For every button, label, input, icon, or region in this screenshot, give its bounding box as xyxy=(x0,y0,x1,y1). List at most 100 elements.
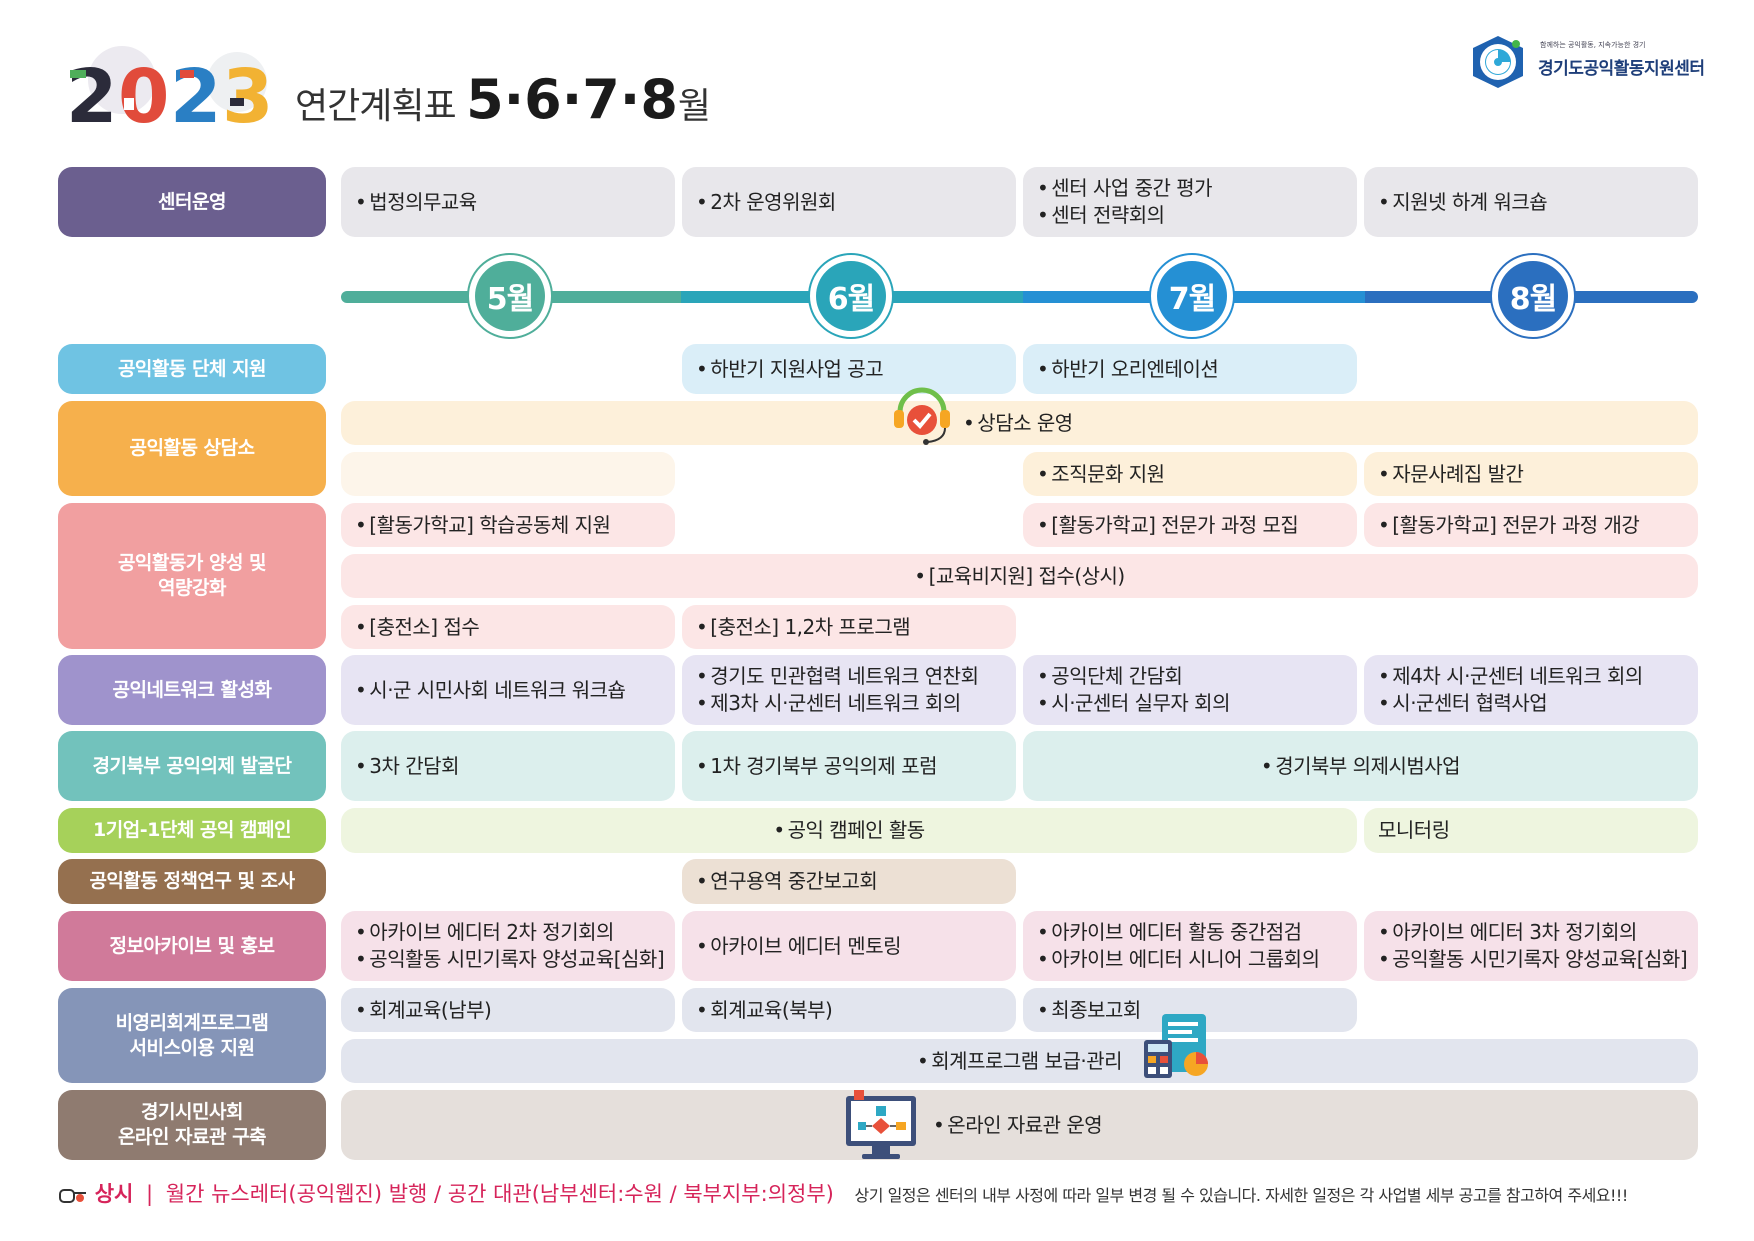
schedule-item: 회계프로그램 보급·관리 xyxy=(917,1048,1122,1075)
category-north-agenda: 경기북부 공익의제 발굴단 xyxy=(58,731,326,801)
archive-jun-cell: 아카이브 에디터 멘토링 xyxy=(682,911,1016,981)
consult-jul-cell: 조직문화 지원 xyxy=(1023,452,1357,496)
schedule-item: 아카이브 에디터 2차 정기회의 xyxy=(355,919,675,946)
schedule-item: 회계교육(남부) xyxy=(355,997,675,1024)
schedule-item: 모니터링 xyxy=(1378,818,1450,842)
calculator-document-icon xyxy=(1140,1010,1214,1086)
months-text: 5·6·7·8 xyxy=(466,68,678,131)
schedule-item: 상담소 운영 xyxy=(963,410,1698,437)
network-jul-cell: 공익단체 간담회 시·군센터 실무자 회의 xyxy=(1023,655,1357,725)
category-group-support: 공익활동 단체 지원 xyxy=(58,344,326,394)
training-may-cell: [활동가학교] 학습공동체 지원 xyxy=(341,503,675,547)
org-logo: 함께하는 공익활동, 지속가능한 경기 경기도공익활동지원센터 xyxy=(1468,32,1728,92)
schedule-item: 시·군센터 실무자 회의 xyxy=(1037,690,1357,717)
category-network: 공익네트워크 활성화 xyxy=(58,655,326,725)
schedule-item: 공익활동 시민기록자 양성교육[심화] xyxy=(1378,946,1698,973)
month-marker-aug: 8월 xyxy=(1490,253,1576,339)
training-aug-cell: [활동가학교] 전문가 과정 개강 xyxy=(1364,503,1698,547)
schedule-item: 아카이브 에디터 3차 정기회의 xyxy=(1378,919,1698,946)
schedule-item: 센터 사업 중간 평가 xyxy=(1037,175,1357,202)
schedule-item: 조직문화 지원 xyxy=(1037,461,1357,488)
policy-jun-cell: 연구용역 중간보고회 xyxy=(682,859,1016,904)
training-recharge-may-cell: [충전소] 접수 xyxy=(341,605,675,649)
svg-text:0: 0 xyxy=(118,54,170,130)
schedule-item: 온라인 자료관 운영 xyxy=(933,1112,1698,1139)
north-agenda-jul-aug-cell: 경기북부 의제시범사업 xyxy=(1023,731,1698,801)
accounting-may-cell: 회계교육(남부) xyxy=(341,988,675,1032)
month-marker-may: 5월 xyxy=(467,253,553,339)
schedule-item: [충전소] 접수 xyxy=(355,614,675,641)
schedule-item: 경기도 민관협력 네트워크 연찬회 xyxy=(696,663,1016,690)
schedule-item: 제4차 시·군센터 네트워크 회의 xyxy=(1378,663,1698,690)
month-label: 5월 xyxy=(475,261,545,331)
schedule-item: 하반기 오리엔테이션 xyxy=(1037,356,1357,383)
schedule-item: 시·군센터 협력사업 xyxy=(1378,690,1698,717)
schedule-item: 아카이브 에디터 시니어 그룹회의 xyxy=(1037,946,1357,973)
category-center-ops: 센터운영 xyxy=(58,167,326,237)
network-aug-cell: 제4차 시·군센터 네트워크 회의 시·군센터 협력사업 xyxy=(1364,655,1698,725)
schedule-item: 경기북부 의제시범사업 xyxy=(1261,753,1460,780)
network-jun-cell: 경기도 민관협력 네트워크 연찬회 제3차 시·군센터 네트워크 회의 xyxy=(682,655,1016,725)
group-support-jun-cell: 하반기 지원사업 공고 xyxy=(682,344,1016,394)
schedule-item: 2차 운영위원회 xyxy=(696,189,1016,216)
schedule-item: 아카이브 에디터 활동 중간점검 xyxy=(1037,919,1357,946)
schedule-item: 법정의무교육 xyxy=(355,189,675,216)
archive-may-cell: 아카이브 에디터 2차 정기회의 공익활동 시민기록자 양성교육[심화] xyxy=(341,911,675,981)
category-consult: 공익활동 상담소 xyxy=(58,401,326,496)
pointing-hand-icon xyxy=(58,1184,88,1206)
schedule-item: 지원넷 하계 워크숍 xyxy=(1378,189,1698,216)
always-text: 월간 뉴스레터(공익웹진) 발행 / 공간 대관(남부센터:수원 / 북부지부:… xyxy=(165,1182,834,1206)
org-tagline: 함께하는 공익활동, 지속가능한 경기 xyxy=(1540,41,1646,49)
schedule-item: [충전소] 1,2차 프로그램 xyxy=(696,614,1016,641)
group-support-jul-cell: 하반기 오리엔테이션 xyxy=(1023,344,1357,394)
svg-text:2: 2 xyxy=(66,54,118,130)
schedule-item: 시·군 시민사회 네트워크 워크숍 xyxy=(355,677,675,704)
month-marker-jul: 7월 xyxy=(1149,253,1235,339)
always-label: 상시 xyxy=(94,1182,134,1206)
archive-jul-cell: 아카이브 에디터 활동 중간점검 아카이브 에디터 시니어 그룹회의 xyxy=(1023,911,1357,981)
schedule-item: 아카이브 에디터 멘토링 xyxy=(696,933,1016,960)
campaign-aug-cell: 모니터링 xyxy=(1364,808,1698,853)
training-jul-cell: [활동가학교] 전문가 과정 모집 xyxy=(1023,503,1357,547)
footer: 상시 | 월간 뉴스레터(공익웹진) 발행 / 공간 대관(남부센터:수원 / … xyxy=(58,1178,1628,1208)
schedule-item: 3차 간담회 xyxy=(355,753,675,780)
schedule-item: 공익단체 간담회 xyxy=(1037,663,1357,690)
schedule-item: [활동가학교] 전문가 과정 개강 xyxy=(1378,512,1698,539)
consult-may-empty-cell xyxy=(341,452,675,496)
category-online: 경기시민사회 온라인 자료관 구축 xyxy=(58,1090,326,1160)
archive-aug-cell: 아카이브 에디터 3차 정기회의 공익활동 시민기록자 양성교육[심화] xyxy=(1364,911,1698,981)
schedule-item: 센터 전략회의 xyxy=(1037,202,1357,229)
consult-span-cell: 상담소 운영 xyxy=(341,401,1698,445)
org-name: 경기도공익활동지원센터 xyxy=(1538,59,1705,79)
network-may-cell: 시·군 시민사회 네트워크 워크숍 xyxy=(341,655,675,725)
schedule-item: [활동가학교] 전문가 과정 모집 xyxy=(1037,512,1357,539)
monitor-flowchart-icon xyxy=(842,1088,920,1164)
title-text: 연간계획표 xyxy=(295,86,457,127)
accounting-jul-cell: 최종보고회 xyxy=(1023,988,1357,1032)
month-label: 8월 xyxy=(1498,261,1568,331)
schedule-item: 1차 경기북부 공익의제 포럼 xyxy=(696,753,1016,780)
schedule-item: [교육비지원] 접수(상시) xyxy=(914,563,1126,590)
center-ops-jul-cell: 센터 사업 중간 평가 센터 전략회의 xyxy=(1023,167,1357,237)
category-policy: 공익활동 정책연구 및 조사 xyxy=(58,859,326,904)
year-2023-logo: 2 0 2 3 xyxy=(62,40,282,140)
schedule-item: [활동가학교] 학습공동체 지원 xyxy=(355,512,675,539)
schedule-item: 하반기 지원사업 공고 xyxy=(696,356,1016,383)
month-label: 6월 xyxy=(816,261,886,331)
center-ops-jun-cell: 2차 운영위원회 xyxy=(682,167,1016,237)
swirl-logo-icon xyxy=(1473,36,1523,88)
category-campaign: 1기업-1단체 공익 캠페인 xyxy=(58,808,326,853)
campaign-may-jul-cell: 공익 캠페인 활동 xyxy=(341,808,1357,853)
svg-text:2: 2 xyxy=(170,54,222,130)
months-unit: 월 xyxy=(677,86,711,127)
category-training: 공익활동가 양성 및 역량강화 xyxy=(58,503,326,649)
north-agenda-may-cell: 3차 간담회 xyxy=(341,731,675,801)
online-span-cell: 온라인 자료관 운영 xyxy=(341,1090,1698,1160)
accounting-jun-cell: 회계교육(북부) xyxy=(682,988,1016,1032)
headset-chat-icon xyxy=(890,380,954,450)
schedule-item: 최종보고회 xyxy=(1037,997,1357,1024)
schedule-item: 회계교육(북부) xyxy=(696,997,1016,1024)
plan-title: 연간계획표 5·6·7·8월 xyxy=(295,68,711,131)
category-accounting: 비영리회계프로그램 서비스이용 지원 xyxy=(58,988,326,1083)
schedule-item: 연구용역 중간보고회 xyxy=(696,868,1016,895)
